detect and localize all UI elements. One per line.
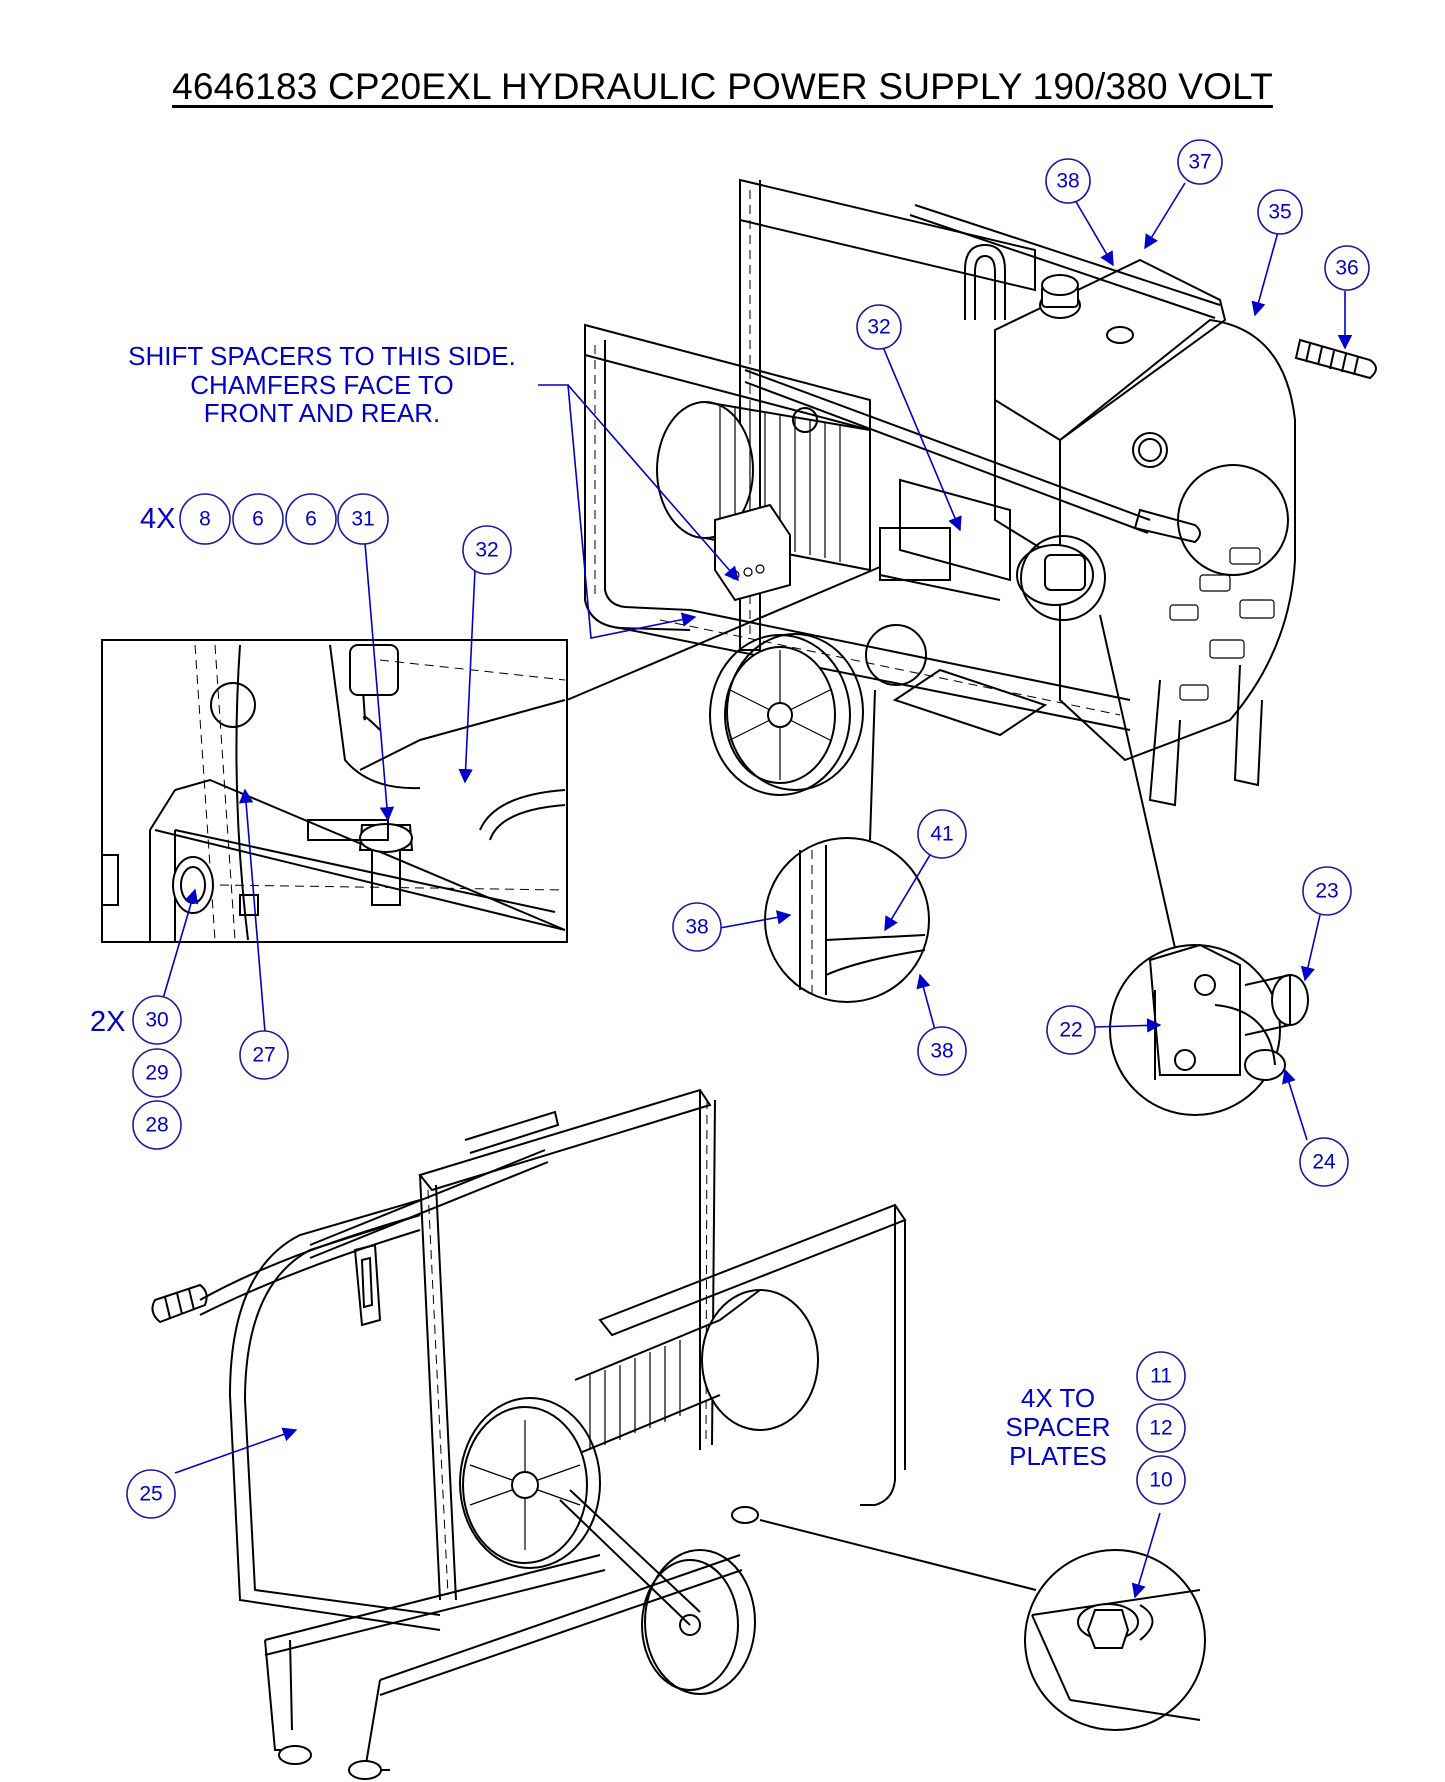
note-spacer-plates: 4X TO SPACER PLATES bbox=[1006, 1383, 1111, 1471]
callout-8: 8 bbox=[179, 493, 231, 545]
callout-10: 10 bbox=[1136, 1455, 1186, 1505]
svg-text:32: 32 bbox=[867, 316, 890, 339]
callout-6-b: 6 bbox=[285, 493, 337, 545]
callout-32-top: 32 bbox=[856, 304, 902, 350]
callout-27: 27 bbox=[239, 1030, 289, 1080]
svg-text:28: 28 bbox=[145, 1114, 168, 1137]
svg-text:PLATES: PLATES bbox=[1009, 1441, 1107, 1471]
callout-23: 23 bbox=[1302, 866, 1352, 916]
svg-text:25: 25 bbox=[139, 1483, 162, 1506]
svg-text:32: 32 bbox=[475, 539, 498, 562]
svg-text:36: 36 bbox=[1335, 257, 1358, 280]
callout-30: 30 bbox=[132, 995, 182, 1045]
callout-38-bottom: 38 bbox=[917, 1026, 967, 1076]
quantity-2x: 2X bbox=[90, 1006, 125, 1038]
svg-text:4X TO: 4X TO bbox=[1021, 1383, 1095, 1413]
svg-text:FRONT AND REAR.: FRONT AND REAR. bbox=[204, 398, 440, 428]
quantity-4x: 4X bbox=[140, 503, 175, 535]
callout-35: 35 bbox=[1257, 189, 1303, 235]
callout-38-left: 38 bbox=[672, 902, 722, 952]
callout-41: 41 bbox=[917, 809, 967, 859]
svg-text:10: 10 bbox=[1149, 1469, 1172, 1492]
callout-29: 29 bbox=[132, 1048, 182, 1098]
svg-text:SHIFT SPACERS TO THIS SIDE.: SHIFT SPACERS TO THIS SIDE. bbox=[128, 341, 516, 371]
svg-text:38: 38 bbox=[930, 1040, 953, 1063]
callout-11: 11 bbox=[1136, 1351, 1186, 1401]
callout-32-detail: 32 bbox=[462, 525, 512, 575]
svg-text:6: 6 bbox=[252, 508, 264, 531]
svg-text:38: 38 bbox=[685, 916, 708, 939]
svg-text:SPACER: SPACER bbox=[1006, 1412, 1111, 1442]
svg-text:12: 12 bbox=[1149, 1417, 1172, 1440]
note-shift-spacers: SHIFT SPACERS TO THIS SIDE. CHAMFERS FAC… bbox=[128, 341, 516, 428]
svg-text:38: 38 bbox=[1056, 170, 1079, 193]
svg-text:37: 37 bbox=[1188, 151, 1211, 174]
callout-22: 22 bbox=[1046, 1005, 1096, 1055]
callout-6-a: 6 bbox=[232, 493, 284, 545]
callout-37: 37 bbox=[1177, 139, 1223, 185]
detail-spacer-view bbox=[101, 566, 881, 943]
svg-text:4X: 4X bbox=[140, 503, 175, 535]
svg-text:2X: 2X bbox=[90, 1006, 125, 1038]
bottom-assembly bbox=[151, 1088, 1206, 1780]
callout-36: 36 bbox=[1324, 245, 1370, 291]
callout-31: 31 bbox=[337, 493, 389, 545]
svg-text:22: 22 bbox=[1059, 1019, 1082, 1042]
svg-text:29: 29 bbox=[145, 1062, 168, 1085]
svg-text:11: 11 bbox=[1150, 1365, 1172, 1388]
svg-text:8: 8 bbox=[199, 508, 211, 531]
drawing-title: 4646183 CP20EXL HYDRAULIC POWER SUPPLY 1… bbox=[172, 66, 1273, 107]
svg-text:23: 23 bbox=[1315, 880, 1338, 903]
detail-pump-view bbox=[1099, 614, 1309, 1116]
svg-text:30: 30 bbox=[145, 1009, 168, 1032]
svg-text:24: 24 bbox=[1312, 1151, 1336, 1174]
svg-text:27: 27 bbox=[252, 1044, 275, 1067]
callout-25: 25 bbox=[126, 1469, 176, 1519]
leader-lines bbox=[161, 182, 1353, 1599]
callout-12: 12 bbox=[1136, 1403, 1186, 1453]
top-assembly bbox=[584, 178, 1377, 807]
svg-text:35: 35 bbox=[1268, 201, 1291, 224]
callout-24: 24 bbox=[1299, 1137, 1349, 1187]
svg-text:41: 41 bbox=[930, 823, 953, 846]
svg-text:31: 31 bbox=[351, 508, 374, 531]
callout-28: 28 bbox=[132, 1100, 182, 1150]
callout-38-top: 38 bbox=[1045, 158, 1091, 204]
svg-text:6: 6 bbox=[305, 508, 317, 531]
svg-text:CHAMFERS FACE TO: CHAMFERS FACE TO bbox=[190, 370, 453, 400]
